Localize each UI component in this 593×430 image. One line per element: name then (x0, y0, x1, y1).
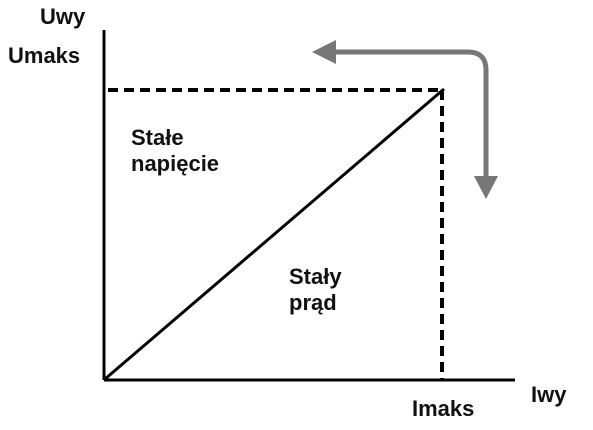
transition-arrow (331, 49, 489, 192)
y-axis-label: Uwy (40, 4, 86, 29)
y-max-label: Umaks (8, 43, 81, 68)
x-axis-label: Iwy (531, 382, 567, 407)
region-constant-current-label: Stały prąd (289, 264, 342, 315)
characteristic-line (104, 87, 445, 381)
arrow-head-down (474, 176, 498, 199)
region-constant-voltage-label: Stałe napięcie (131, 125, 220, 176)
arrow-head-left (312, 40, 336, 64)
x-max-label: Imaks (412, 396, 475, 421)
